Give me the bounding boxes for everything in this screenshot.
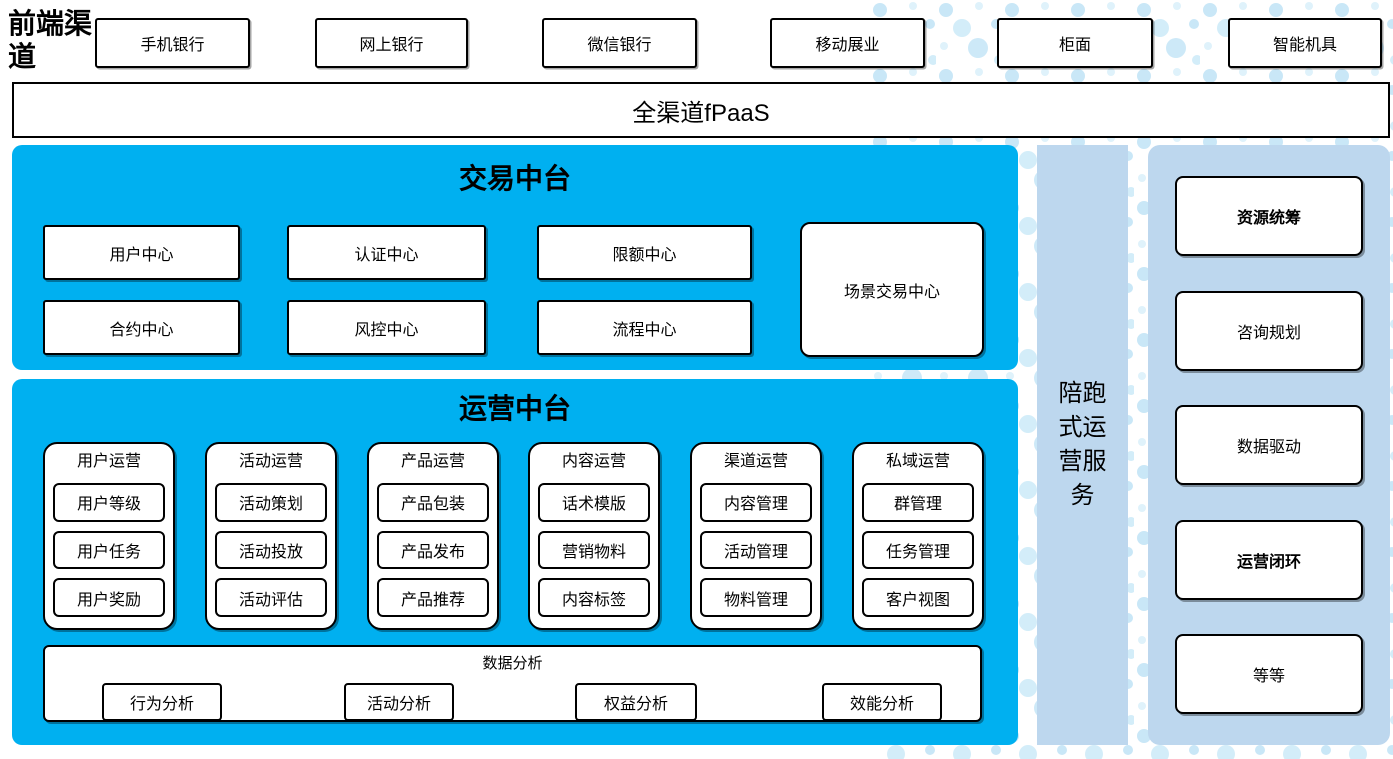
op-item: 产品包装: [377, 483, 489, 522]
op-column-title: 产品运营: [400, 453, 465, 470]
op-column-title: 内容运营: [561, 453, 626, 470]
op-item: 物料管理: [700, 578, 812, 618]
right-box-operation-closed-loop: 运营闭环: [1175, 519, 1363, 600]
op-column-private-domain-operation: 私域运营 群管理 任务管理 客户视图: [852, 442, 984, 630]
op-column-title: 用户运营: [76, 453, 141, 470]
op-item: 客户视图: [862, 578, 974, 618]
front-channels-label: 前端渠道: [8, 9, 93, 74]
op-item: 用户任务: [53, 530, 165, 570]
channel-box-online-banking: 网上银行: [315, 18, 468, 68]
op-column-title: 渠道运营: [723, 453, 788, 470]
op-column-activity-operation: 活动运营 活动策划 活动投放 活动评估: [205, 442, 337, 630]
right-box-etc: 等等: [1175, 634, 1363, 714]
companion-service-label: 陪跑式运营服务: [1058, 380, 1107, 509]
companion-service-bar: 陪跑式运营服务: [1037, 145, 1128, 745]
op-item: 用户等级: [53, 483, 165, 522]
analysis-box-rights: 权益分析: [575, 683, 697, 721]
channel-box-counter: 柜面: [997, 18, 1153, 68]
data-analysis-box: 数据分析 行为分析 活动分析 权益分析 效能分析: [43, 645, 982, 722]
right-box-data-driven: 数据驱动: [1175, 405, 1363, 485]
op-item: 内容管理: [700, 483, 812, 522]
channel-box-mobile-outreach: 移动展业: [770, 18, 925, 68]
op-column-channel-operation: 渠道运营 内容管理 活动管理 物料管理: [690, 442, 822, 630]
op-item: 产品发布: [377, 530, 489, 570]
channel-box-smart-devices: 智能机具: [1228, 18, 1382, 68]
right-service-panel: 资源统筹 咨询规划 数据驱动 运营闭环 等等: [1148, 145, 1390, 745]
right-box-resource-coordination: 资源统筹: [1175, 176, 1363, 256]
scenario-transaction-center-box: 场景交易中心: [800, 222, 984, 357]
channel-box-wechat-banking: 微信银行: [542, 18, 697, 68]
analysis-box-behavior: 行为分析: [102, 683, 222, 721]
transaction-platform-title: 交易中台: [458, 164, 571, 195]
right-box-consulting-planning: 咨询规划: [1175, 290, 1363, 371]
op-item: 活动策划: [215, 483, 327, 522]
op-column-title: 私域运营: [885, 453, 950, 470]
center-box-process: 流程中心: [537, 300, 752, 355]
center-box-user: 用户中心: [43, 225, 240, 280]
op-item: 营销物料: [538, 530, 650, 570]
operation-platform-title: 运营中台: [458, 394, 571, 425]
op-item: 产品推荐: [377, 578, 489, 618]
center-box-risk: 风控中心: [287, 300, 486, 355]
operation-platform-panel: 运营中台 用户运营 用户等级 用户任务 用户奖励 活动运营 活动策划 活动投放 …: [12, 379, 1018, 745]
op-column-product-operation: 产品运营 产品包装 产品发布 产品推荐: [367, 442, 499, 630]
op-item: 群管理: [862, 483, 974, 522]
center-box-contract: 合约中心: [43, 300, 240, 355]
center-box-auth: 认证中心: [287, 225, 486, 280]
transaction-platform-panel: 交易中台 用户中心 认证中心 限额中心 合约中心 风控中心 流程中心 场景交易中…: [12, 145, 1018, 370]
op-item: 活动投放: [215, 530, 327, 570]
op-item: 用户奖励: [53, 578, 165, 618]
channel-box-mobile-banking: 手机银行: [95, 18, 250, 68]
center-box-limit: 限额中心: [537, 225, 752, 280]
op-item: 内容标签: [538, 578, 650, 618]
op-item: 活动管理: [700, 530, 812, 570]
op-column-user-operation: 用户运营 用户等级 用户任务 用户奖励: [43, 442, 175, 630]
analysis-box-activity: 活动分析: [344, 683, 454, 721]
op-column-title: 活动运营: [238, 453, 303, 470]
op-column-content-operation: 内容运营 话术模版 营销物料 内容标签: [528, 442, 660, 630]
fpaas-bar: 全渠道fPaaS: [12, 82, 1390, 138]
op-item: 活动评估: [215, 578, 327, 618]
op-item: 话术模版: [538, 483, 650, 522]
data-analysis-title: 数据分析: [482, 655, 543, 672]
op-item: 任务管理: [862, 530, 974, 570]
analysis-box-efficiency: 效能分析: [822, 683, 942, 721]
